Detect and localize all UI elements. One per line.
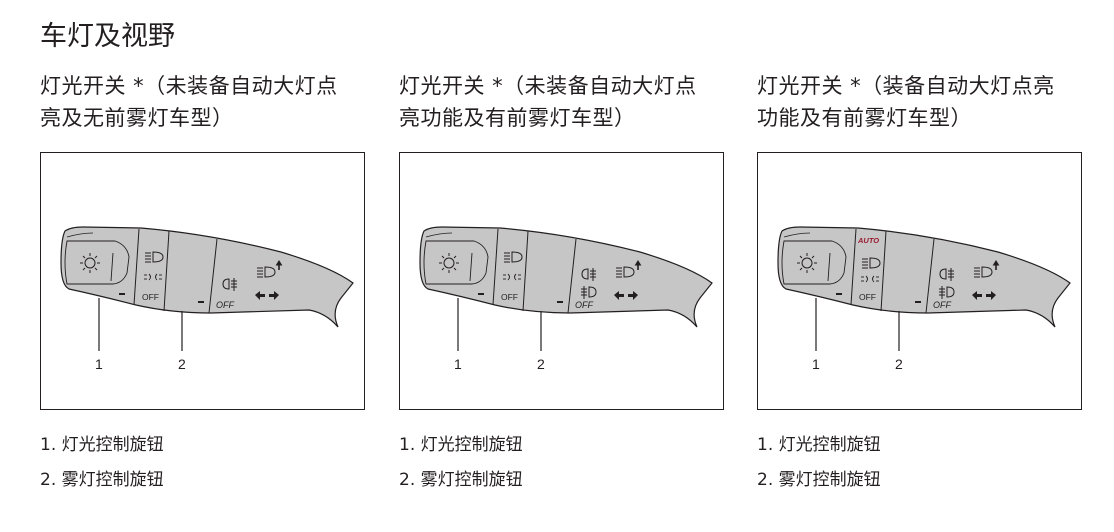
fog-off-dash — [557, 301, 563, 303]
auto-label: AUTO — [857, 236, 879, 245]
light-off-label: OFF — [859, 292, 876, 302]
rear-fog-icon — [222, 278, 237, 291]
turn-signal-arrows-icon — [255, 291, 279, 300]
headlight-icon — [145, 251, 164, 263]
heading-line: 功能及有前雾灯车型） — [757, 106, 972, 130]
legend-item-light-control-knob: 1. 灯光控制旋钮 — [399, 435, 523, 455]
section-heading: 灯光开关 *（未装备自动大灯点 亮及无前雾灯车型） — [40, 70, 380, 134]
fog-off-label: OFF — [216, 300, 234, 310]
heading-line: 灯光开关 *（未装备自动大灯点 — [399, 74, 697, 98]
high-beam-icon — [616, 260, 642, 278]
parking-light-icon — [861, 275, 879, 283]
turn-signal-arrows-icon — [972, 291, 996, 300]
callout-2: 2 — [895, 356, 903, 372]
heading-line: 亮及无前雾灯车型） — [40, 106, 234, 130]
light-off-dash — [836, 293, 842, 295]
heading-line: 亮功能及有前雾灯车型） — [399, 106, 636, 130]
headlight-icon — [504, 251, 523, 263]
light-off-label: OFF — [501, 292, 518, 302]
fog-off-label: OFF — [575, 300, 593, 310]
callout-legend: 1. 灯光控制旋钮 2. 雾灯控制旋钮 — [757, 428, 881, 498]
fog-off-dash — [915, 301, 921, 303]
legend-item-fog-control-knob: 2. 雾灯控制旋钮 — [40, 470, 164, 490]
fog-off-dash — [198, 301, 204, 303]
light-off-dash — [478, 293, 484, 295]
parking-light-icon — [503, 273, 521, 281]
fog-off-label: OFF — [933, 300, 951, 310]
light-sun-icon — [797, 253, 817, 273]
callout-1: 1 — [812, 356, 820, 372]
rear-fog-icon — [581, 268, 596, 281]
legend-item-light-control-knob: 1. 灯光控制旋钮 — [40, 435, 164, 455]
light-sun-icon — [80, 253, 100, 273]
section-heading: 灯光开关 *（未装备自动大灯点 亮功能及有前雾灯车型） — [399, 70, 739, 134]
light-switch-section: 灯光开关 *（装备自动大灯点亮 功能及有前雾灯车型） — [757, 70, 1097, 490]
callout-1: 1 — [95, 356, 103, 372]
section-heading: 灯光开关 *（装备自动大灯点亮 功能及有前雾灯车型） — [757, 70, 1097, 134]
rear-fog-icon — [939, 268, 954, 281]
high-beam-icon — [257, 260, 283, 278]
callout-1: 1 — [454, 356, 462, 372]
headlight-icon — [862, 257, 881, 269]
callout-2: 2 — [178, 356, 186, 372]
legend-item-fog-control-knob: 2. 雾灯控制旋钮 — [399, 470, 523, 490]
callout-2: 2 — [537, 356, 545, 372]
heading-line: 灯光开关 *（装备自动大灯点亮 — [757, 74, 1055, 98]
light-switch-section: 灯光开关 *（未装备自动大灯点 亮及无前雾灯车型） — [40, 70, 380, 490]
light-switch-diagram: OFF OFF — [40, 152, 365, 410]
front-fog-icon — [939, 286, 955, 299]
turn-signal-arrows-icon — [614, 291, 638, 300]
high-beam-icon — [974, 260, 1000, 278]
parking-light-icon — [144, 273, 162, 281]
light-switch-diagram: OFF OFF — [399, 152, 724, 410]
light-switch-diagram: AUTO OFF — [757, 152, 1082, 410]
front-fog-icon — [581, 286, 597, 299]
heading-line: 灯光开关 *（未装备自动大灯点 — [40, 74, 338, 98]
legend-item-fog-control-knob: 2. 雾灯控制旋钮 — [757, 470, 881, 490]
light-sun-icon — [439, 253, 459, 273]
callout-legend: 1. 灯光控制旋钮 2. 雾灯控制旋钮 — [40, 428, 164, 498]
legend-item-light-control-knob: 1. 灯光控制旋钮 — [757, 435, 881, 455]
light-off-dash — [119, 293, 125, 295]
light-switch-section: 灯光开关 *（未装备自动大灯点 亮功能及有前雾灯车型） — [399, 70, 739, 490]
light-off-label: OFF — [142, 292, 159, 302]
callout-legend: 1. 灯光控制旋钮 2. 雾灯控制旋钮 — [399, 428, 523, 498]
page-title: 车灯及视野 — [40, 21, 175, 52]
